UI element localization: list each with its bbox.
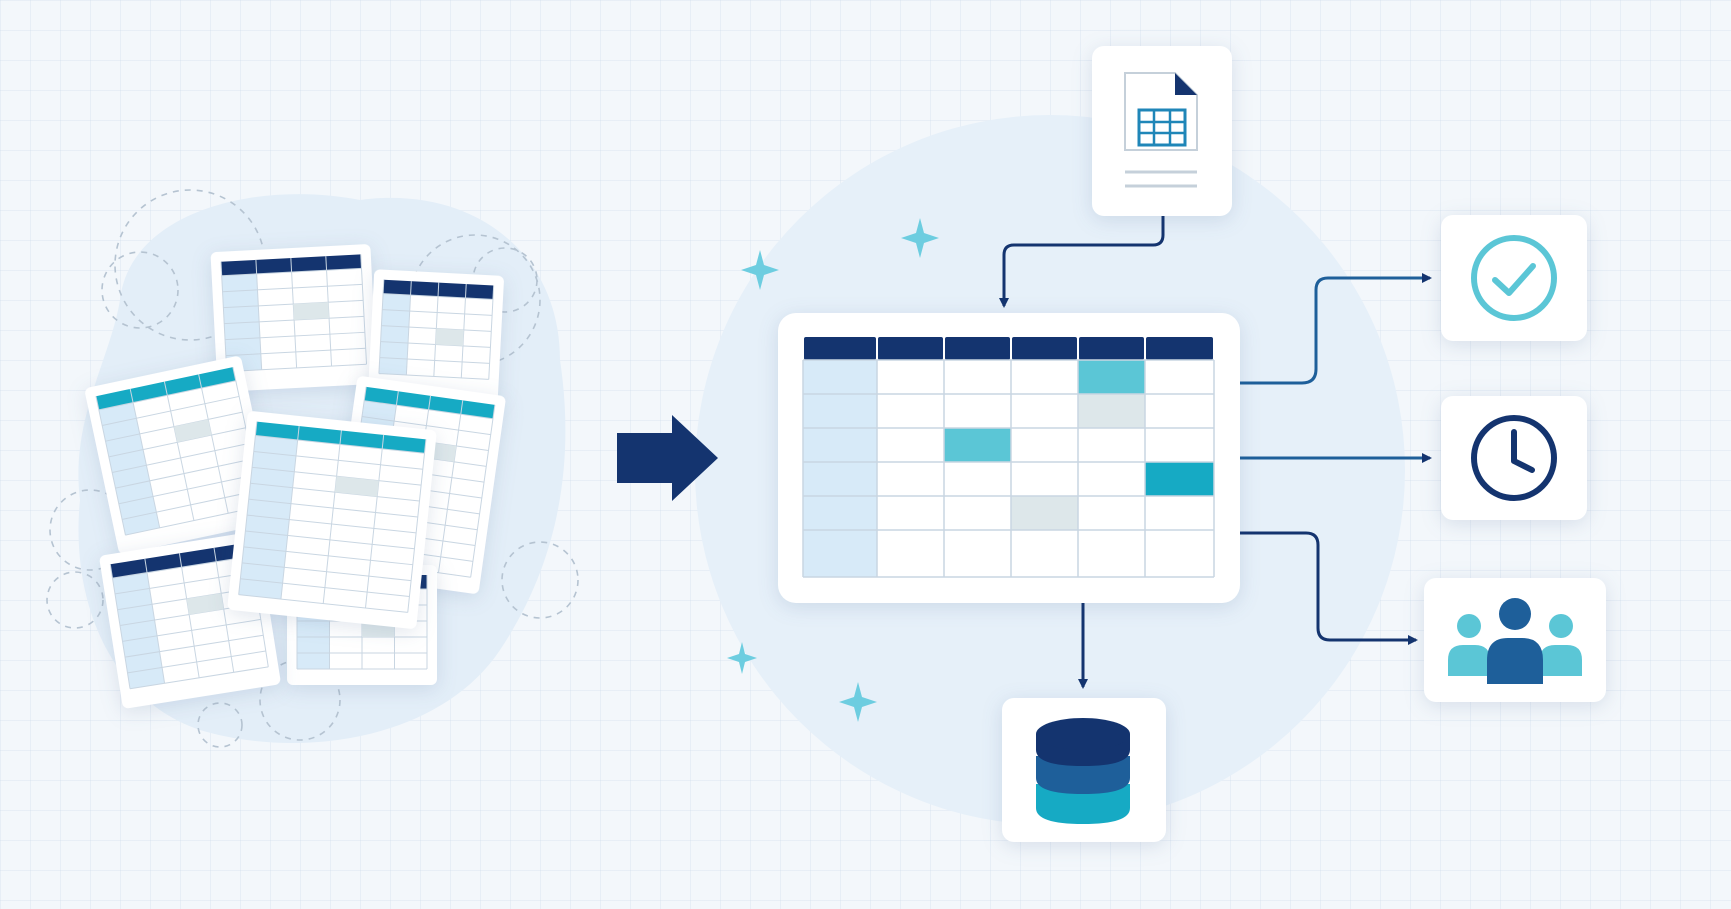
right-arrow-icon — [617, 415, 718, 501]
scattered-spreadsheets-icon — [85, 244, 506, 709]
unified-table-icon — [778, 313, 1240, 603]
connectors — [999, 215, 1432, 689]
team-users-icon — [1424, 578, 1606, 702]
connector-table-to-check — [1240, 273, 1432, 385]
connector-table-to-users — [1240, 531, 1418, 645]
clock-icon — [1441, 396, 1587, 520]
check-circle-icon — [1441, 215, 1587, 341]
sparkle-icon — [727, 218, 939, 722]
mini-spreadsheet — [227, 411, 437, 629]
spreadsheet-file-icon — [1092, 46, 1232, 216]
database-icon — [1002, 698, 1166, 842]
connector-file-to-table — [999, 215, 1165, 308]
mini-spreadsheet — [368, 269, 504, 401]
mini-spreadsheet — [210, 244, 378, 392]
